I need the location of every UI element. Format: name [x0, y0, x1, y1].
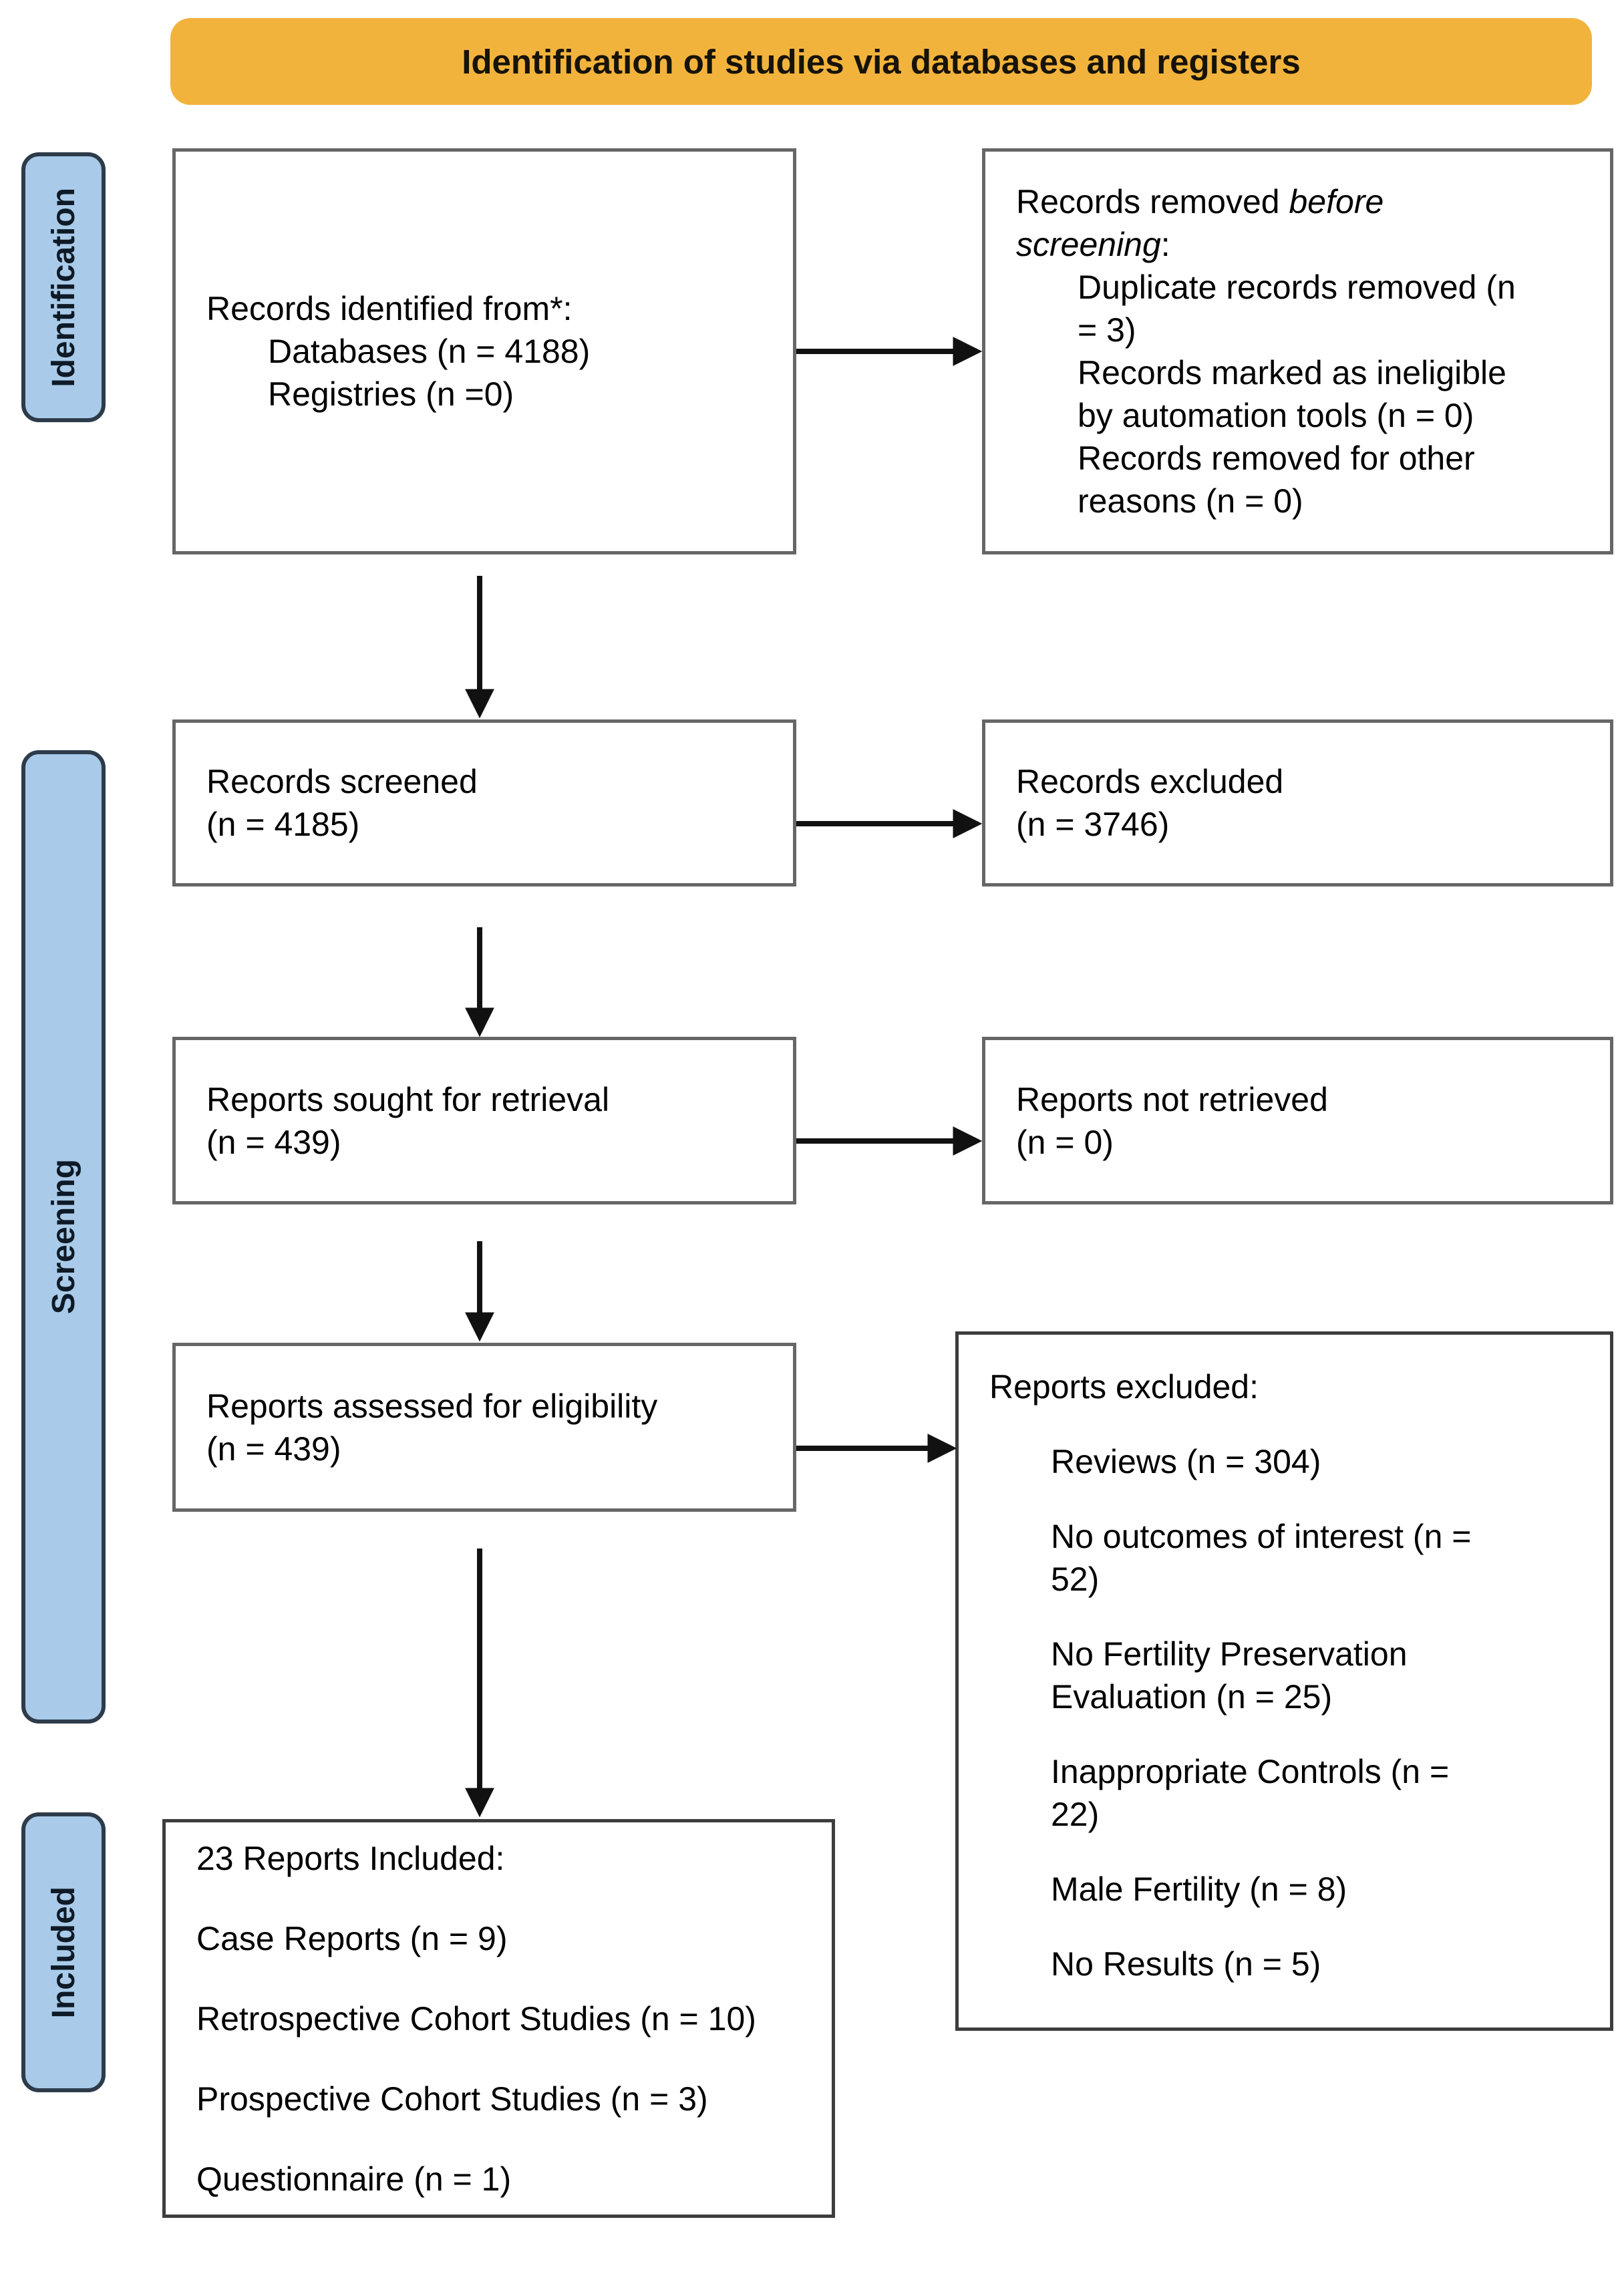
box-reports-assessed: Reports assessed for eligibility (n = 43… — [172, 1343, 796, 1512]
box-records-identified-title: Records identified from*: — [206, 290, 573, 327]
box-line: Male Fertility (n = 8) — [1051, 1870, 1347, 1908]
box-line: Inappropriate Controls (n = 22) — [1051, 1753, 1450, 1833]
box-records-screened: Records screened (n = 4185) — [172, 719, 796, 886]
box-line: Duplicate records removed (n = 3) — [1078, 269, 1516, 349]
box-reports-excluded: Reports excluded: Reviews (n = 304) No ou… — [955, 1331, 1613, 2031]
box-records-excluded-text: Records excluded (n = 3746) — [1016, 763, 1284, 843]
box-line: No Results (n = 5) — [1051, 1945, 1321, 1983]
box-reports-sought: Reports sought for retrieval (n = 439) — [172, 1037, 796, 1204]
box-records-screened-text: Records screened (n = 4185) — [206, 763, 478, 843]
box-line: Retrospective Cohort Studies (n = 10) — [196, 1999, 756, 2038]
box-reports-included: 23 Reports Included: Case Reports (n = 9)… — [162, 1819, 835, 2218]
box-records-removed: Records removed before screening: Duplic… — [982, 148, 1613, 554]
box-records-removed-items: Duplicate records removed (n = 3)Records… — [1016, 266, 1586, 522]
box-reports-not-retrieved: Reports not retrieved (n = 0) — [982, 1037, 1613, 1204]
box-records-removed-title: Records removed before screening: — [1016, 183, 1384, 263]
box-reports-sought-text: Reports sought for retrieval (n = 439) — [206, 1080, 610, 1161]
box-reports-not-retrieved-text: Reports not retrieved (n = 0) — [1016, 1080, 1328, 1161]
box-records-identified: Records identified from*: Databases (n =… — [172, 148, 796, 554]
box-records-identified-items: Databases (n = 4188) Registries (n =0) — [206, 330, 769, 416]
box-line: Case Reports (n = 9) — [196, 1919, 508, 1957]
banner-identification-of-studies: Identification of studies via databases … — [170, 18, 1592, 105]
box-line: Reviews (n = 304) — [1051, 1443, 1321, 1480]
box-line: Prospective Cohort Studies (n = 3) — [196, 2080, 708, 2118]
box-line: 23 Reports Included: — [196, 1839, 505, 1877]
box-records-excluded: Records excluded (n = 3746) — [982, 719, 1613, 886]
banner-title: Identification of studies via databases … — [462, 42, 1301, 81]
stage-bar-included: Included — [21, 1812, 106, 2092]
box-line: Records marked as ineligible by automati… — [1078, 354, 1506, 434]
box-reports-excluded-items: Reviews (n = 304) No outcomes of interest… — [989, 1440, 1586, 1985]
stage-bar-identification: Identification — [21, 152, 106, 422]
box-line: Registries (n =0) — [268, 375, 514, 413]
stage-label-included: Included — [45, 1886, 82, 2019]
stage-bar-screening: Screening — [21, 750, 106, 1724]
italic-before-screening: before screening — [1016, 183, 1384, 263]
box-line: No outcomes of interest (n = 52) — [1051, 1518, 1472, 1598]
stage-label-identification: Identification — [45, 187, 82, 387]
box-line: No Fertility Preservation Evaluation (n … — [1051, 1635, 1408, 1716]
box-reports-assessed-text: Reports assessed for eligibility (n = 43… — [206, 1387, 658, 1468]
box-reports-excluded-title: Reports excluded: — [989, 1368, 1259, 1406]
box-line: Records removed for other reasons (n = 0… — [1078, 440, 1475, 520]
box-line: Questionnaire (n = 1) — [196, 2160, 512, 2198]
box-reports-included-items: 23 Reports Included: Case Reports (n = 9)… — [196, 1837, 808, 2201]
stage-label-screening: Screening — [45, 1159, 82, 1315]
box-line: Databases (n = 4188) — [268, 333, 591, 370]
